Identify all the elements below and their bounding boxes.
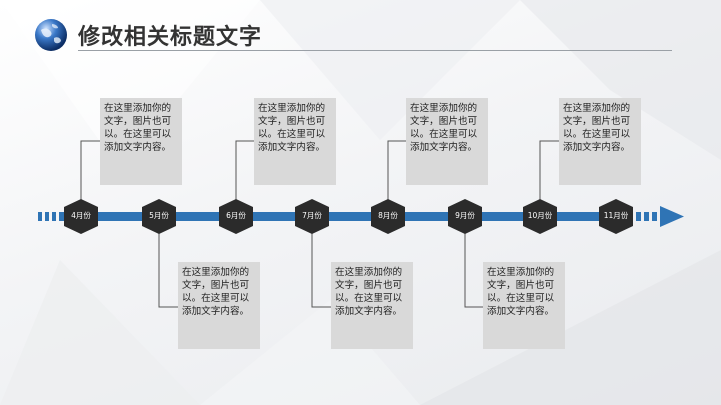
timeline-arrow-icon xyxy=(660,206,684,227)
month-hexagon xyxy=(599,199,633,234)
month-hexagon xyxy=(64,199,98,234)
timeline-dash-left xyxy=(45,212,49,221)
month-hexagon xyxy=(448,199,482,234)
timeline-text-box: 在这里添加你的文字，图片也可以。在这里可以添加文字内容。 xyxy=(559,98,641,185)
month-hexagon xyxy=(371,199,405,234)
timeline-text-box: 在这里添加你的文字，图片也可以。在这里可以添加文字内容。 xyxy=(254,98,336,185)
connector-line xyxy=(311,229,331,308)
month-label: 6月份 xyxy=(226,211,246,220)
timeline-text-box: 在这里添加你的文字，图片也可以。在这里可以添加文字内容。 xyxy=(100,98,182,185)
timeline-dash-right xyxy=(652,212,657,221)
connector-line xyxy=(464,229,483,308)
month-hexagon xyxy=(523,199,557,234)
timeline-dash-left xyxy=(38,212,42,221)
timeline-bar xyxy=(59,212,630,221)
connector-line xyxy=(387,140,406,204)
timeline-dash-right xyxy=(636,212,641,221)
month-label: 11月份 xyxy=(603,211,629,220)
month-label: 8月份 xyxy=(378,211,398,220)
month-label: 7月份 xyxy=(302,211,322,220)
month-hexagon xyxy=(219,199,253,234)
slide-title: 修改相关标题文字 xyxy=(78,25,263,50)
month-label: 10月份 xyxy=(527,211,553,220)
title-divider xyxy=(78,50,672,51)
month-label: 5月份 xyxy=(149,211,169,220)
timeline-dash-left xyxy=(52,212,56,221)
connector-line xyxy=(158,229,178,308)
connector-line xyxy=(80,140,100,204)
month-label: 9月份 xyxy=(455,211,475,220)
timeline-text-box: 在这里添加你的文字，图片也可以。在这里可以添加文字内容。 xyxy=(178,262,260,349)
timeline-text-box: 在这里添加你的文字，图片也可以。在这里可以添加文字内容。 xyxy=(331,262,413,349)
month-hexagon xyxy=(142,199,176,234)
connector-line xyxy=(539,140,559,204)
month-label: 4月份 xyxy=(71,211,91,220)
timeline-text-box: 在这里添加你的文字，图片也可以。在这里可以添加文字内容。 xyxy=(483,262,565,349)
timeline-text-box: 在这里添加你的文字，图片也可以。在这里可以添加文字内容。 xyxy=(406,98,488,185)
connector-line xyxy=(235,140,254,204)
timeline-dash-right xyxy=(644,212,649,221)
globe-icon xyxy=(35,19,67,51)
month-hexagon xyxy=(295,199,329,234)
